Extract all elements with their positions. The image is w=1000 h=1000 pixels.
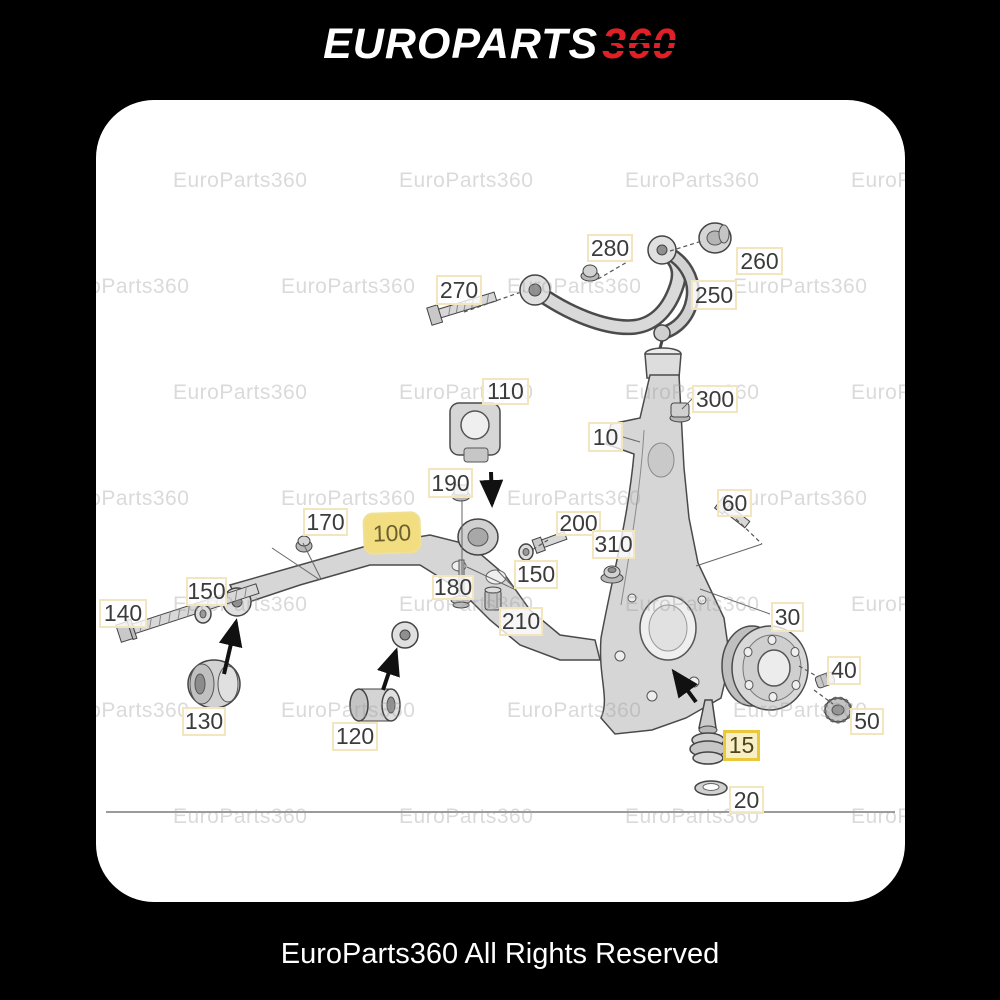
callout-310: 310 (592, 530, 635, 559)
washer-150-left-part (194, 604, 212, 624)
brand-logo-360: 360 (602, 20, 677, 68)
callout-300: 300 (692, 385, 738, 413)
washer-20-part (694, 780, 728, 796)
thin-leader-lines (271, 398, 771, 615)
nut-310-part (600, 565, 624, 584)
brand-logo: EUROPARTS360 (0, 20, 1000, 69)
steering-knuckle (599, 347, 731, 735)
callout-110: 110 (482, 378, 529, 405)
callout-150: 150 (514, 560, 558, 589)
dashed-leader-lines (463, 240, 834, 705)
callout-120: 120 (332, 722, 378, 751)
callout-190: 190 (428, 468, 473, 498)
copyright-text: EuroParts360 All Rights Reserved (280, 938, 720, 970)
callout-10: 10 (588, 422, 623, 452)
bushing-260-part (698, 222, 732, 254)
bushing-210-part (484, 586, 502, 611)
callout-180: 180 (432, 574, 474, 600)
callout-20: 20 (729, 786, 764, 814)
callout-30: 30 (771, 602, 804, 632)
callout-150: 150 (186, 577, 227, 606)
nut-280-part (580, 264, 600, 282)
callout-210: 210 (499, 607, 543, 636)
wheel-hub-bearing-part (721, 625, 809, 711)
brand-logo-text: EUROPARTS (323, 20, 599, 68)
ball-joint-15-part (689, 699, 727, 765)
callout-140: 140 (99, 599, 147, 628)
callout-280: 280 (587, 234, 633, 262)
callout-15: 15 (723, 730, 760, 761)
pointer-arrows (218, 471, 698, 704)
bushing-130-part (187, 659, 241, 709)
callout-100: 100 (362, 511, 422, 555)
callout-270: 270 (436, 275, 482, 305)
callout-40: 40 (827, 656, 861, 685)
callout-50: 50 (850, 708, 884, 735)
upper-control-arm (426, 222, 732, 359)
callout-260: 260 (736, 247, 783, 275)
callout-250: 250 (691, 280, 737, 310)
callout-60: 60 (717, 489, 752, 517)
callout-130: 130 (182, 707, 226, 736)
bracket-110-part (449, 402, 501, 463)
callout-170: 170 (303, 508, 348, 536)
bushing-120-part (349, 688, 401, 722)
